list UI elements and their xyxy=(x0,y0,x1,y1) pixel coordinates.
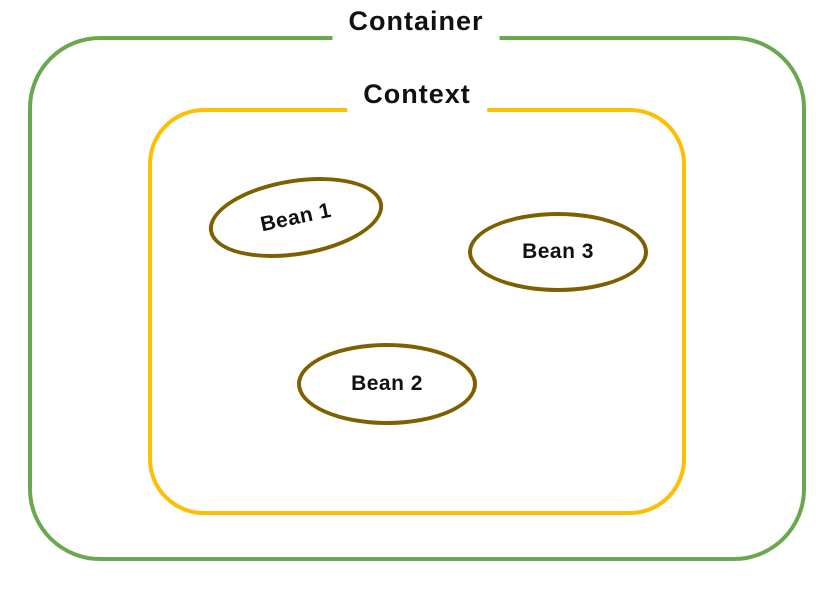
context-label: Context xyxy=(347,79,487,121)
bean-3-ellipse: Bean 3 xyxy=(468,212,648,292)
bean-3-label: Bean 3 xyxy=(522,240,594,263)
context-box xyxy=(148,108,686,515)
container-label: Container xyxy=(332,6,500,48)
bean-2-label: Bean 2 xyxy=(351,372,423,395)
bean-2-ellipse: Bean 2 xyxy=(297,343,477,425)
bean-1-label: Bean 1 xyxy=(258,198,334,236)
